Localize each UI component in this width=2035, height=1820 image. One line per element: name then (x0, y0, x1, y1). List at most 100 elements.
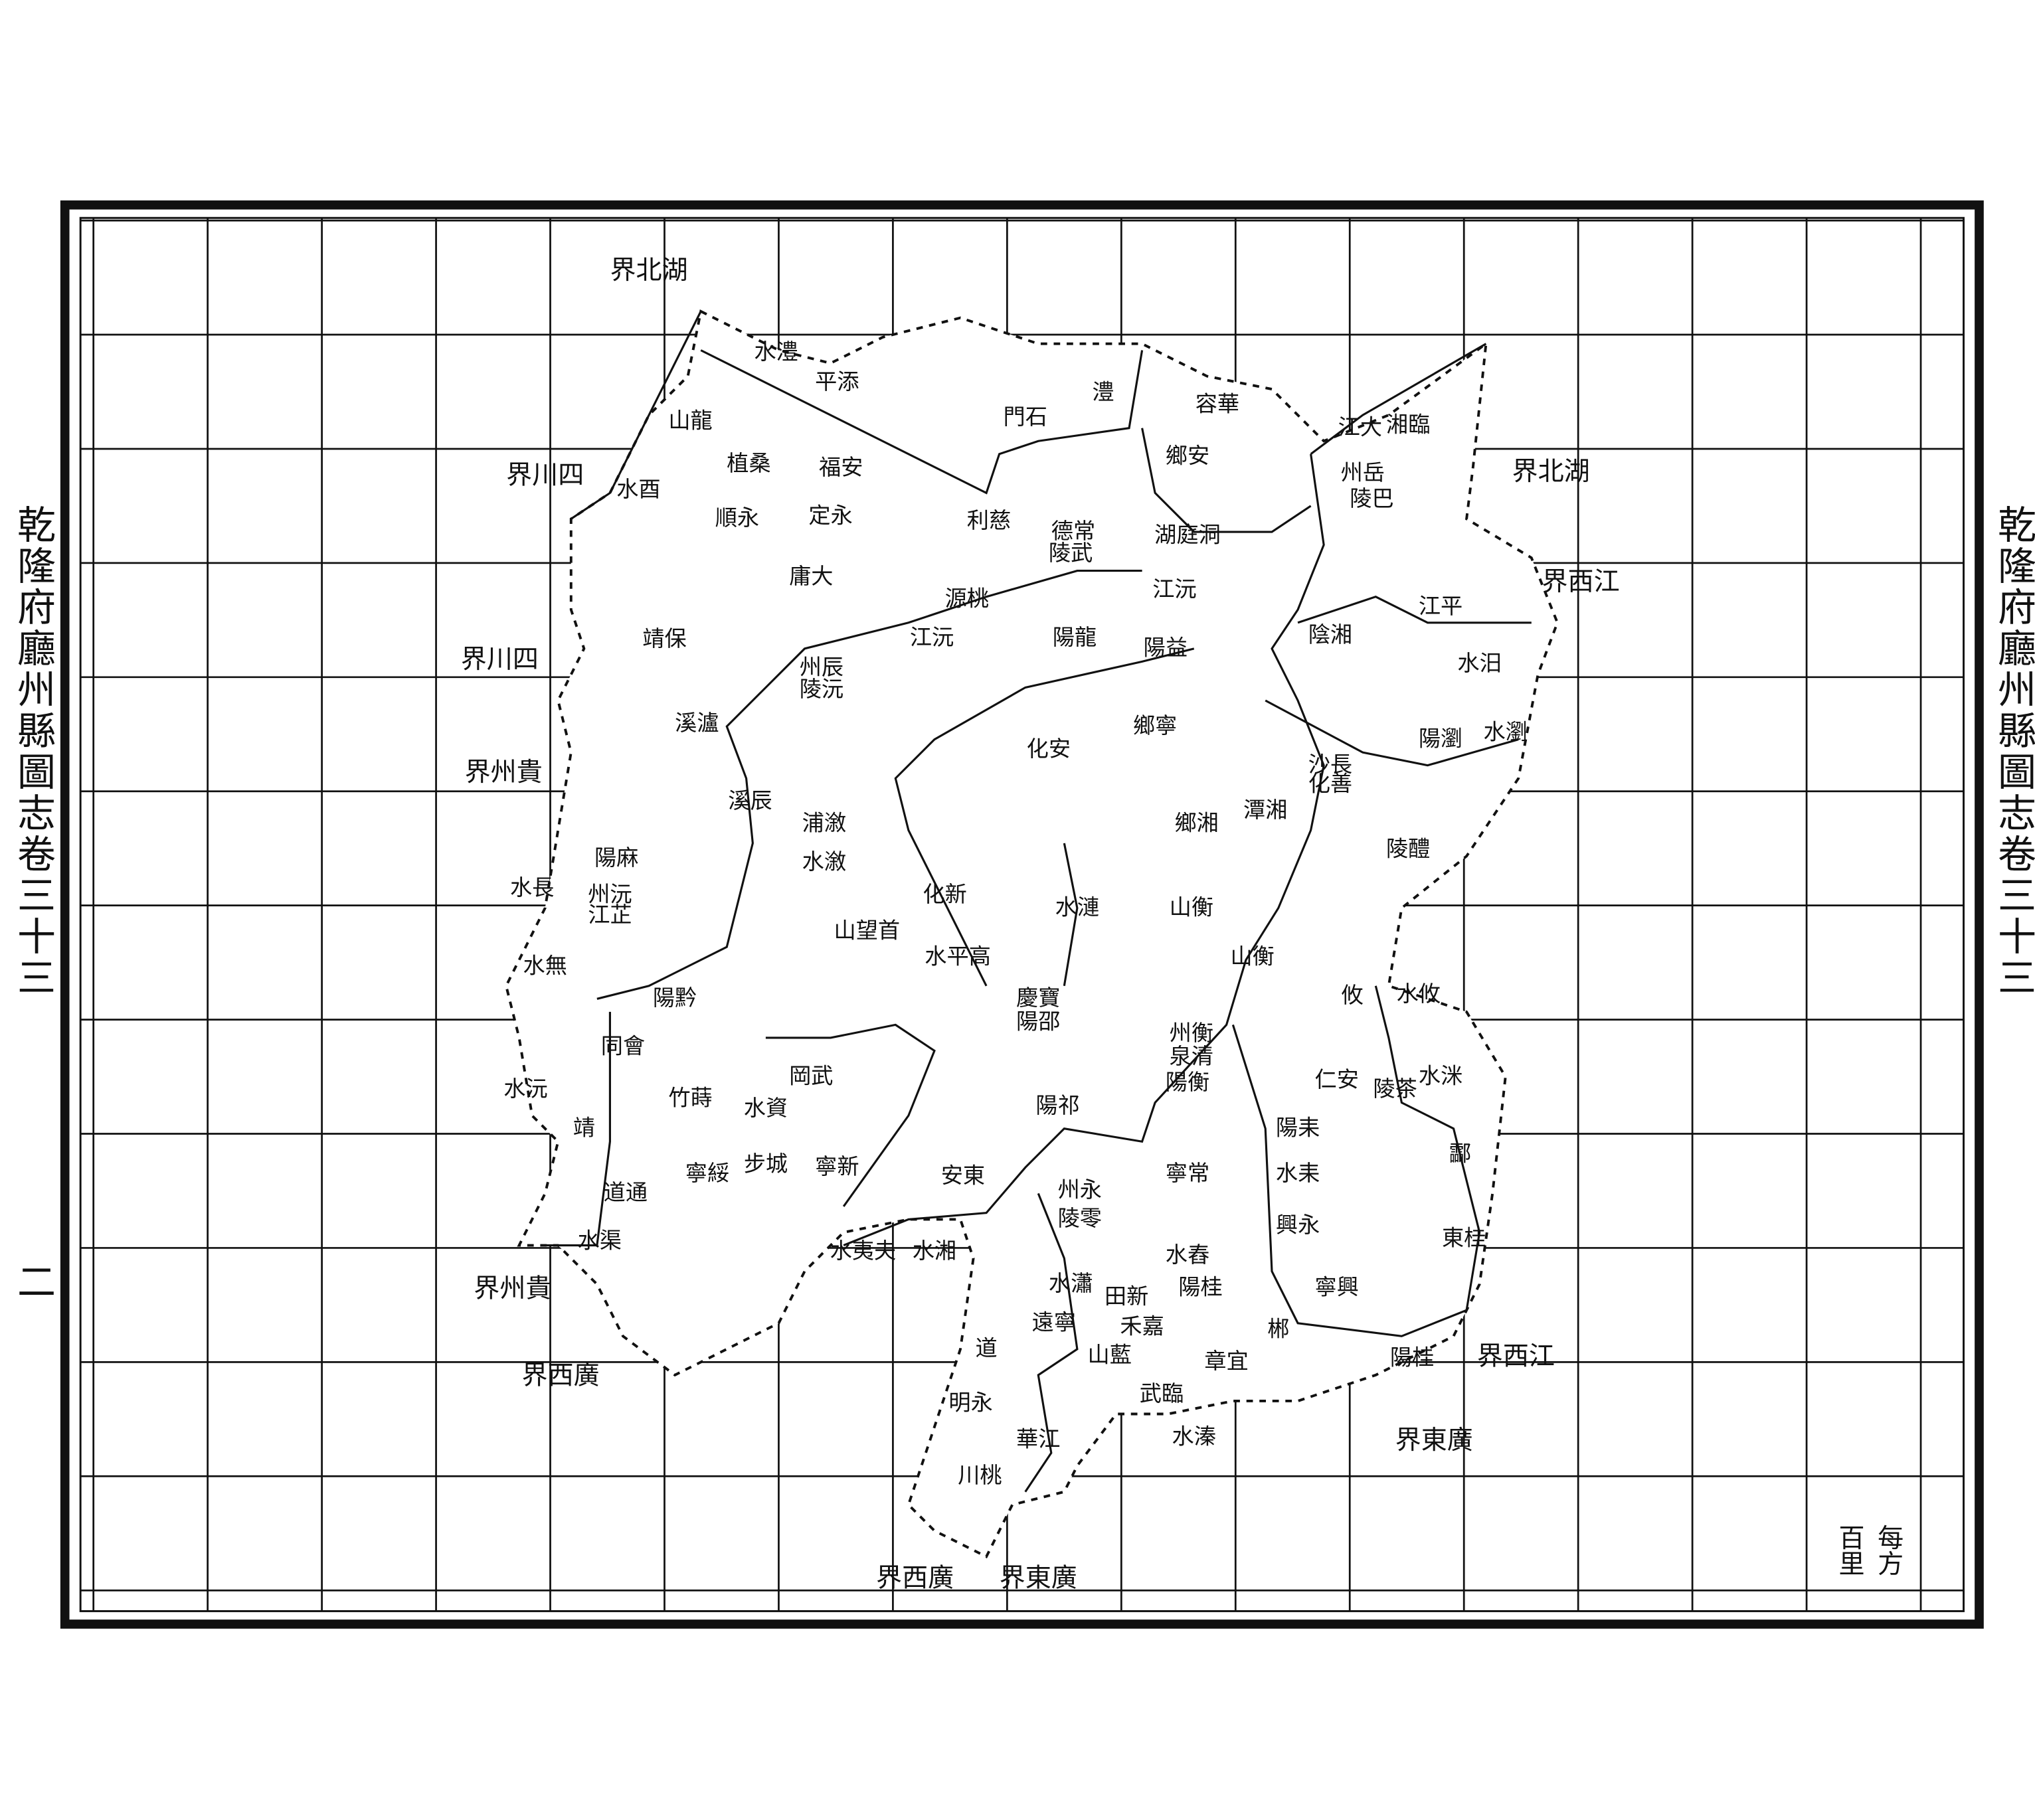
river-line (1024, 1193, 1079, 1493)
place-label: 首望山 (834, 918, 901, 944)
place-label: 臨武 (1140, 1380, 1184, 1406)
place-label: 麻陽 (594, 845, 638, 870)
place-label: 石門 (1004, 404, 1047, 430)
place-label: 新寧 (815, 1153, 859, 1179)
place-label: 四川界 (506, 461, 584, 491)
place-label: 長水 (510, 874, 554, 900)
place-label: 東安 (941, 1163, 985, 1189)
place-label: 湘鄉 (1174, 809, 1218, 835)
place-label: 永明 (948, 1390, 992, 1416)
river-line (1141, 428, 1312, 533)
place-label: 大庸 (789, 563, 833, 589)
place-label: 資水 (744, 1095, 788, 1121)
place-label: 道 (975, 1335, 997, 1361)
place-label: 溱水 (1172, 1423, 1216, 1449)
place-label: 添平 (815, 369, 859, 394)
place-label: 永順 (715, 505, 759, 531)
place-label: 辰州 (800, 654, 843, 680)
place-label: 貴州界 (474, 1274, 551, 1304)
place-label: 攸 (1342, 982, 1364, 1008)
place-label: 綏寧 (685, 1160, 729, 1186)
place-label: 永州 (1058, 1177, 1102, 1202)
place-label: 桂陽 (1178, 1274, 1222, 1300)
place-label: 靖 (573, 1114, 595, 1140)
place-label: 瀏水 (1484, 719, 1528, 745)
page-number: 二 (11, 1262, 56, 1303)
place-label: 漵水 (802, 849, 846, 874)
river-line (1297, 596, 1532, 624)
place-label: 貴州界 (465, 758, 543, 787)
place-label: 廣西界 (876, 1563, 954, 1593)
place-label: 洣水 (1419, 1062, 1462, 1088)
place-label: 江西界 (1542, 567, 1619, 597)
place-label: 安鄉 (1166, 442, 1209, 468)
place-label: 邵陽 (1016, 1008, 1060, 1034)
place-label: 汨水 (1457, 650, 1501, 676)
place-label: 衡山 (1170, 894, 1213, 920)
place-label: 瀘溪 (675, 710, 719, 736)
place-label: 衡陽 (1166, 1069, 1209, 1095)
place-label: 酉水 (616, 476, 660, 502)
title-left: 乾隆府廳州縣圖志卷三十三 (11, 505, 56, 999)
place-label: 岳州 (1341, 459, 1385, 485)
river-line (894, 647, 1195, 987)
place-label: 善化 (1308, 771, 1352, 797)
place-labels: 湖北界澧水添平龍山石門澧華容臨湘大江四川界酉水桑植安福永定慈利安鄉岳州巴陵湖北界… (461, 256, 1620, 1593)
place-label: 瀟水 (1049, 1270, 1093, 1296)
place-label: 大江 (1338, 414, 1382, 440)
place-label: 新田 (1105, 1283, 1148, 1309)
river-line (545, 1011, 611, 1247)
scale-note-line1: 每方 (1874, 1525, 1903, 1576)
place-label: 興寧 (1314, 1274, 1358, 1300)
place-label: 芷江 (588, 902, 632, 928)
place-label: 無水 (523, 952, 567, 978)
scale-note: 每方 百里 (1834, 1525, 1903, 1576)
place-label: 桂東 (1442, 1225, 1486, 1251)
river-line (765, 1023, 936, 1207)
place-label: 藍山 (1088, 1341, 1132, 1367)
place-label: 通道 (604, 1179, 648, 1205)
place-label: 湖北界 (1512, 457, 1590, 487)
place-label: 新化 (923, 881, 966, 907)
place-label: 衡州 (1170, 1020, 1213, 1046)
place-label: 桂陽 (1390, 1344, 1434, 1370)
place-label: 湘潭 (1243, 797, 1287, 823)
river-line (843, 454, 1325, 1246)
place-label: 湘水 (913, 1238, 956, 1264)
place-label: 寧鄉 (1133, 712, 1177, 738)
place-label: 江華 (1016, 1426, 1060, 1451)
place-label: 江西界 (1477, 1341, 1555, 1371)
place-label: 辰溪 (728, 787, 772, 813)
place-label: 宜章 (1204, 1348, 1248, 1374)
place-label: 武岡 (789, 1062, 833, 1088)
place-label: 武陵 (1049, 540, 1093, 566)
place-label: 攸水 (1397, 981, 1441, 1007)
place-label: 會同 (601, 1033, 645, 1058)
river-line (1231, 985, 1481, 1337)
place-label: 華容 (1195, 390, 1239, 416)
scale-note-line2: 百里 (1834, 1525, 1864, 1576)
place-label: 廣東界 (1395, 1426, 1473, 1455)
province-border (505, 309, 1559, 1559)
place-label: 安化 (1027, 736, 1071, 762)
place-label: 永興 (1276, 1212, 1320, 1238)
place-label: 慈利 (967, 507, 1011, 533)
place-label: 常寧 (1166, 1160, 1209, 1186)
place-label: 安仁 (1314, 1066, 1358, 1092)
place-label: 桃源 (945, 585, 989, 611)
place-label: 澧 (1092, 379, 1114, 405)
place-label: 臨湘 (1386, 412, 1430, 438)
place-label: 黔陽 (653, 985, 697, 1011)
place-label: 嘉禾 (1120, 1313, 1164, 1339)
place-label: 沅江 (1152, 576, 1196, 602)
place-label: 零陵 (1058, 1205, 1102, 1231)
river-line (1310, 343, 1487, 455)
place-label: 寧遠 (1032, 1309, 1076, 1335)
place-label: 舂水 (1166, 1242, 1209, 1268)
place-label: 湖北界 (610, 256, 687, 286)
place-label: 高平水 (925, 944, 991, 969)
place-label: 醴陵 (1386, 835, 1430, 861)
place-label: 澧水 (754, 339, 798, 365)
place-label: 湘陰 (1308, 621, 1352, 647)
